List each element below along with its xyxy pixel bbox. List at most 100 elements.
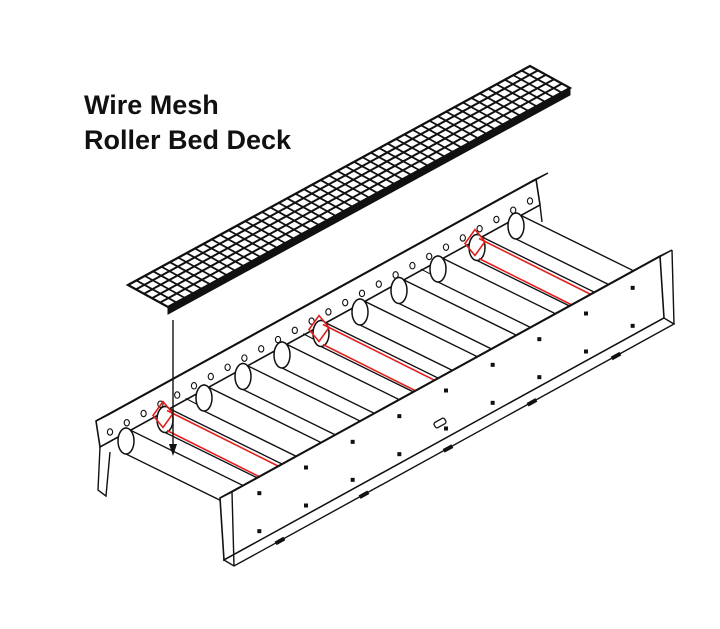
mesh-wire: [479, 92, 521, 117]
mesh-wire: [437, 115, 479, 139]
axle-hole: [409, 261, 416, 270]
mesh-wire: [253, 215, 295, 240]
back-side-frame: [95, 172, 549, 498]
mesh-wire: [521, 69, 563, 94]
roller-end-cap: [273, 341, 291, 369]
mesh-wire: [161, 265, 202, 290]
axle-hole: [526, 197, 534, 205]
axle-hole: [291, 326, 298, 335]
back-frame-end: [539, 204, 543, 223]
mesh-wire: [470, 97, 512, 121]
title-line-2: Roller Bed Deck: [84, 125, 292, 155]
mesh-wire: [135, 279, 177, 304]
mesh-wire: [211, 238, 253, 263]
mesh-wire: [353, 161, 395, 185]
axle-hole: [258, 345, 265, 353]
fastener: [397, 414, 402, 419]
wire-mesh-deck: [125, 64, 573, 315]
mesh-wire: [429, 119, 470, 144]
fastener: [490, 400, 495, 405]
axle-hole: [493, 215, 500, 224]
coupler-slot: [433, 417, 447, 429]
mesh-wire: [395, 138, 437, 162]
mount-slot: [442, 444, 454, 453]
fastener: [444, 388, 448, 393]
axle-hole: [342, 298, 349, 307]
roller-end-cap: [117, 427, 135, 455]
axle-hole: [358, 289, 366, 298]
roller-end-cap: [390, 276, 408, 305]
mesh-wire: [152, 270, 194, 295]
mesh-front-lip: [167, 87, 571, 315]
mesh-wire: [336, 170, 378, 194]
back-frame-top-flange: [95, 172, 549, 422]
back-frame-leg: [97, 446, 111, 498]
fastener: [537, 337, 542, 342]
fastener: [584, 311, 588, 316]
mesh-wire: [269, 206, 311, 231]
mesh-wire: [295, 192, 336, 217]
fastener: [304, 465, 308, 470]
mesh-wire: [462, 101, 504, 126]
roller-end-cap: [195, 384, 213, 412]
bracket-highlight: [463, 228, 487, 257]
diagram-title: Wire Mesh Roller Bed Deck: [84, 88, 291, 158]
fastener: [630, 285, 635, 290]
mesh-wire: [186, 252, 228, 276]
mesh-wire: [228, 229, 269, 254]
axle-hole: [140, 409, 147, 418]
roller-end-cap: [429, 255, 447, 283]
fastener: [350, 439, 355, 444]
mesh-wire: [202, 243, 244, 267]
mesh-wire: [454, 106, 496, 130]
mesh-wire: [328, 174, 370, 199]
axle-hole: [426, 252, 433, 261]
drive-belt: [322, 323, 442, 385]
fastener: [350, 477, 355, 482]
mesh-wire: [244, 220, 286, 244]
mesh-wire: [159, 82, 563, 304]
mesh-wire: [144, 275, 186, 299]
axle-hole: [476, 224, 483, 233]
mesh-wire: [278, 202, 320, 226]
placement-arrow: [169, 320, 177, 456]
fastener: [397, 452, 402, 457]
mount-slot: [358, 490, 370, 499]
drive-belt: [166, 409, 286, 471]
mount-slot: [274, 536, 286, 546]
axle-hole: [174, 391, 181, 399]
axle-hole: [106, 428, 114, 436]
axle-hole: [375, 280, 382, 288]
axle-hole: [325, 308, 332, 316]
front-frame-end: [671, 249, 675, 325]
axle-hole: [241, 354, 248, 362]
mesh-wire: [135, 69, 539, 291]
axle-hole: [123, 419, 130, 427]
bracket-highlight: [307, 314, 331, 343]
mesh-wire: [529, 65, 571, 89]
axle-hole: [442, 243, 450, 251]
mesh-wire: [311, 183, 353, 208]
mesh-wire: [504, 78, 546, 103]
mesh-wire: [127, 65, 531, 286]
title-line-1: Wire Mesh: [84, 90, 219, 120]
fastener: [630, 323, 635, 328]
mesh-wire: [362, 156, 403, 181]
mesh-wire: [177, 256, 219, 281]
fastener: [490, 362, 495, 367]
mesh-wire: [143, 73, 547, 295]
roller-end-cap: [351, 298, 369, 326]
mesh-wire: [151, 78, 555, 300]
mount-slot: [526, 398, 538, 407]
axle-hole: [224, 363, 231, 372]
mesh-wire: [387, 142, 429, 167]
axle-hole: [190, 382, 198, 390]
mesh-wire: [169, 261, 211, 285]
mesh-wire: [420, 124, 462, 149]
fastener: [584, 349, 588, 354]
fastener: [257, 491, 262, 496]
mesh-wire: [219, 234, 261, 258]
mesh-wire: [378, 147, 420, 171]
mesh-wire: [445, 110, 487, 135]
